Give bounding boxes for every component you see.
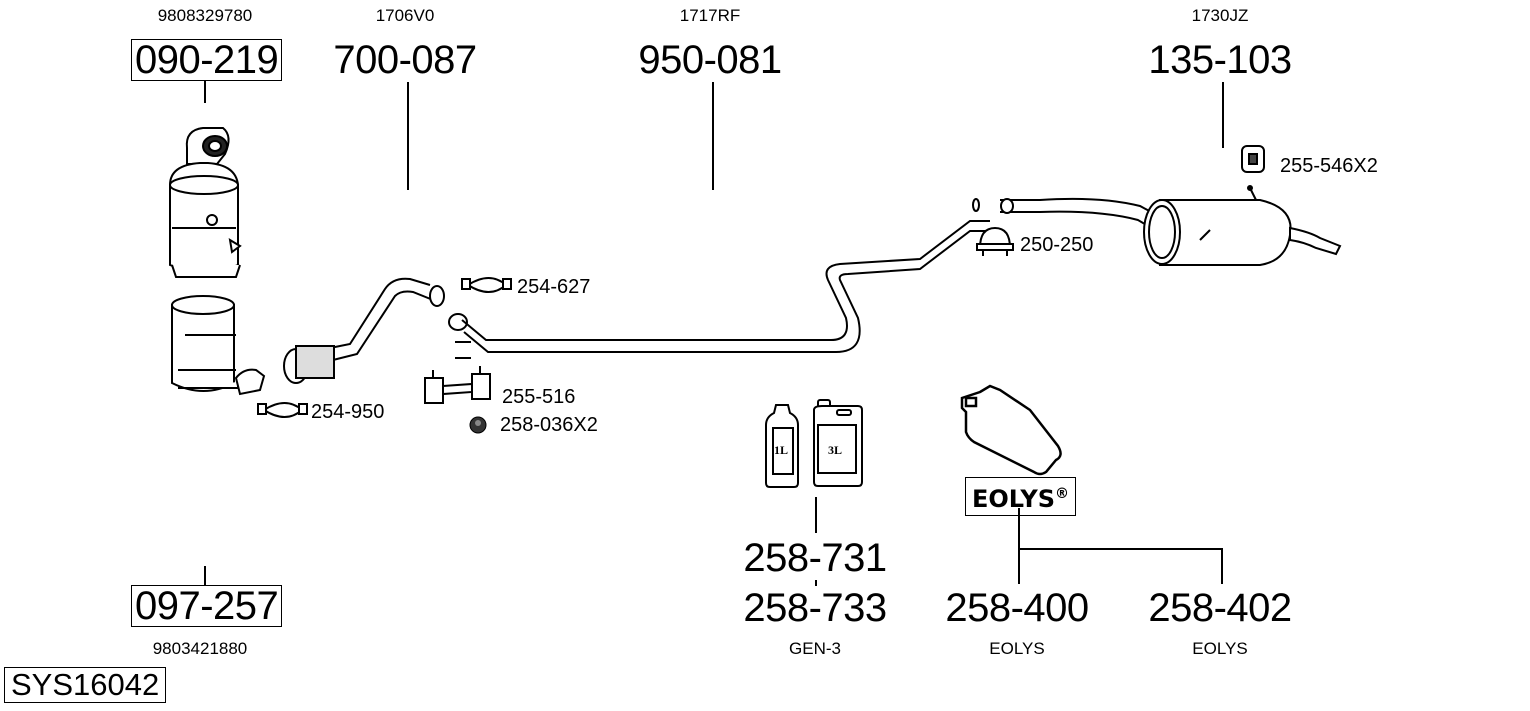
part-label-255-516[interactable]: 255-516 (502, 386, 576, 408)
oem-number-090-219: 9808329780 (157, 6, 253, 25)
oem-number-950-081: 1717RF (679, 6, 741, 25)
canister-3l-icon (813, 399, 863, 487)
oem-number-135-103: 1730JZ (1191, 6, 1249, 25)
registered-mark: ® (1055, 486, 1070, 502)
part-number-700-087[interactable]: 700-087 (333, 38, 477, 82)
part-label-250-250[interactable]: 250-250 (1020, 234, 1094, 256)
leader-line (204, 566, 206, 586)
middle-pipe-drawing (448, 198, 995, 359)
part-number-135-103[interactable]: 135-103 (1148, 38, 1292, 82)
part-number-258-733[interactable]: 258-733 (743, 586, 887, 630)
canister-3l-label: 3L (828, 443, 843, 457)
part-label-255-546x2[interactable]: 255-546X2 (1280, 155, 1378, 177)
band-clamp-icon-254-627 (461, 277, 512, 293)
leader-line (407, 82, 409, 190)
part-number-258-400[interactable]: 258-400 (945, 586, 1089, 630)
leader-line (204, 81, 206, 103)
leader-line (815, 497, 817, 533)
eolys-brand-box: EOLYS® (965, 477, 1077, 516)
bracket-hanger-icon (424, 366, 491, 404)
leader-line (1018, 548, 1222, 550)
leader-line (1018, 508, 1020, 584)
system-id-box: SYS16042 (4, 667, 167, 703)
leader-line (712, 82, 714, 190)
rubber-hanger-icon (1241, 145, 1265, 173)
bottle-1l-icon (765, 404, 799, 488)
caption-eolys: EOLYS (989, 639, 1045, 658)
eolys-brand-text: EOLYS (972, 485, 1056, 513)
bottle-1l-label: 1L (774, 443, 789, 457)
u-clamp-icon (976, 226, 1014, 256)
caption-gen-3: GEN-3 (789, 639, 841, 658)
dpf-upper-drawing (169, 127, 242, 278)
part-number-258-731[interactable]: 258-731 (743, 536, 887, 580)
caption-eolys: EOLYS (1192, 639, 1248, 658)
oem-number-700-087: 1706V0 (375, 6, 435, 25)
eolys-tank-icon (960, 384, 1062, 476)
part-number-258-402[interactable]: 258-402 (1148, 586, 1292, 630)
part-label-254-950[interactable]: 254-950 (311, 401, 385, 423)
part-label-254-627[interactable]: 254-627 (517, 276, 591, 298)
front-pipe-drawing (283, 277, 445, 384)
leader-line (1222, 82, 1224, 148)
oem-number-097-257: 9803421880 (152, 639, 248, 658)
rear-muffler-drawing (1000, 185, 1342, 266)
part-number-090-219[interactable]: 090-219 (131, 39, 283, 81)
leader-line (815, 580, 817, 586)
dpf-lower-drawing (171, 295, 266, 396)
nut-icon (469, 416, 487, 434)
leader-line (1221, 548, 1223, 584)
part-number-950-081[interactable]: 950-081 (638, 38, 782, 82)
part-number-097-257[interactable]: 097-257 (131, 585, 283, 627)
part-label-258-036x2[interactable]: 258-036X2 (500, 414, 598, 436)
band-clamp-icon-254-950 (257, 402, 308, 418)
